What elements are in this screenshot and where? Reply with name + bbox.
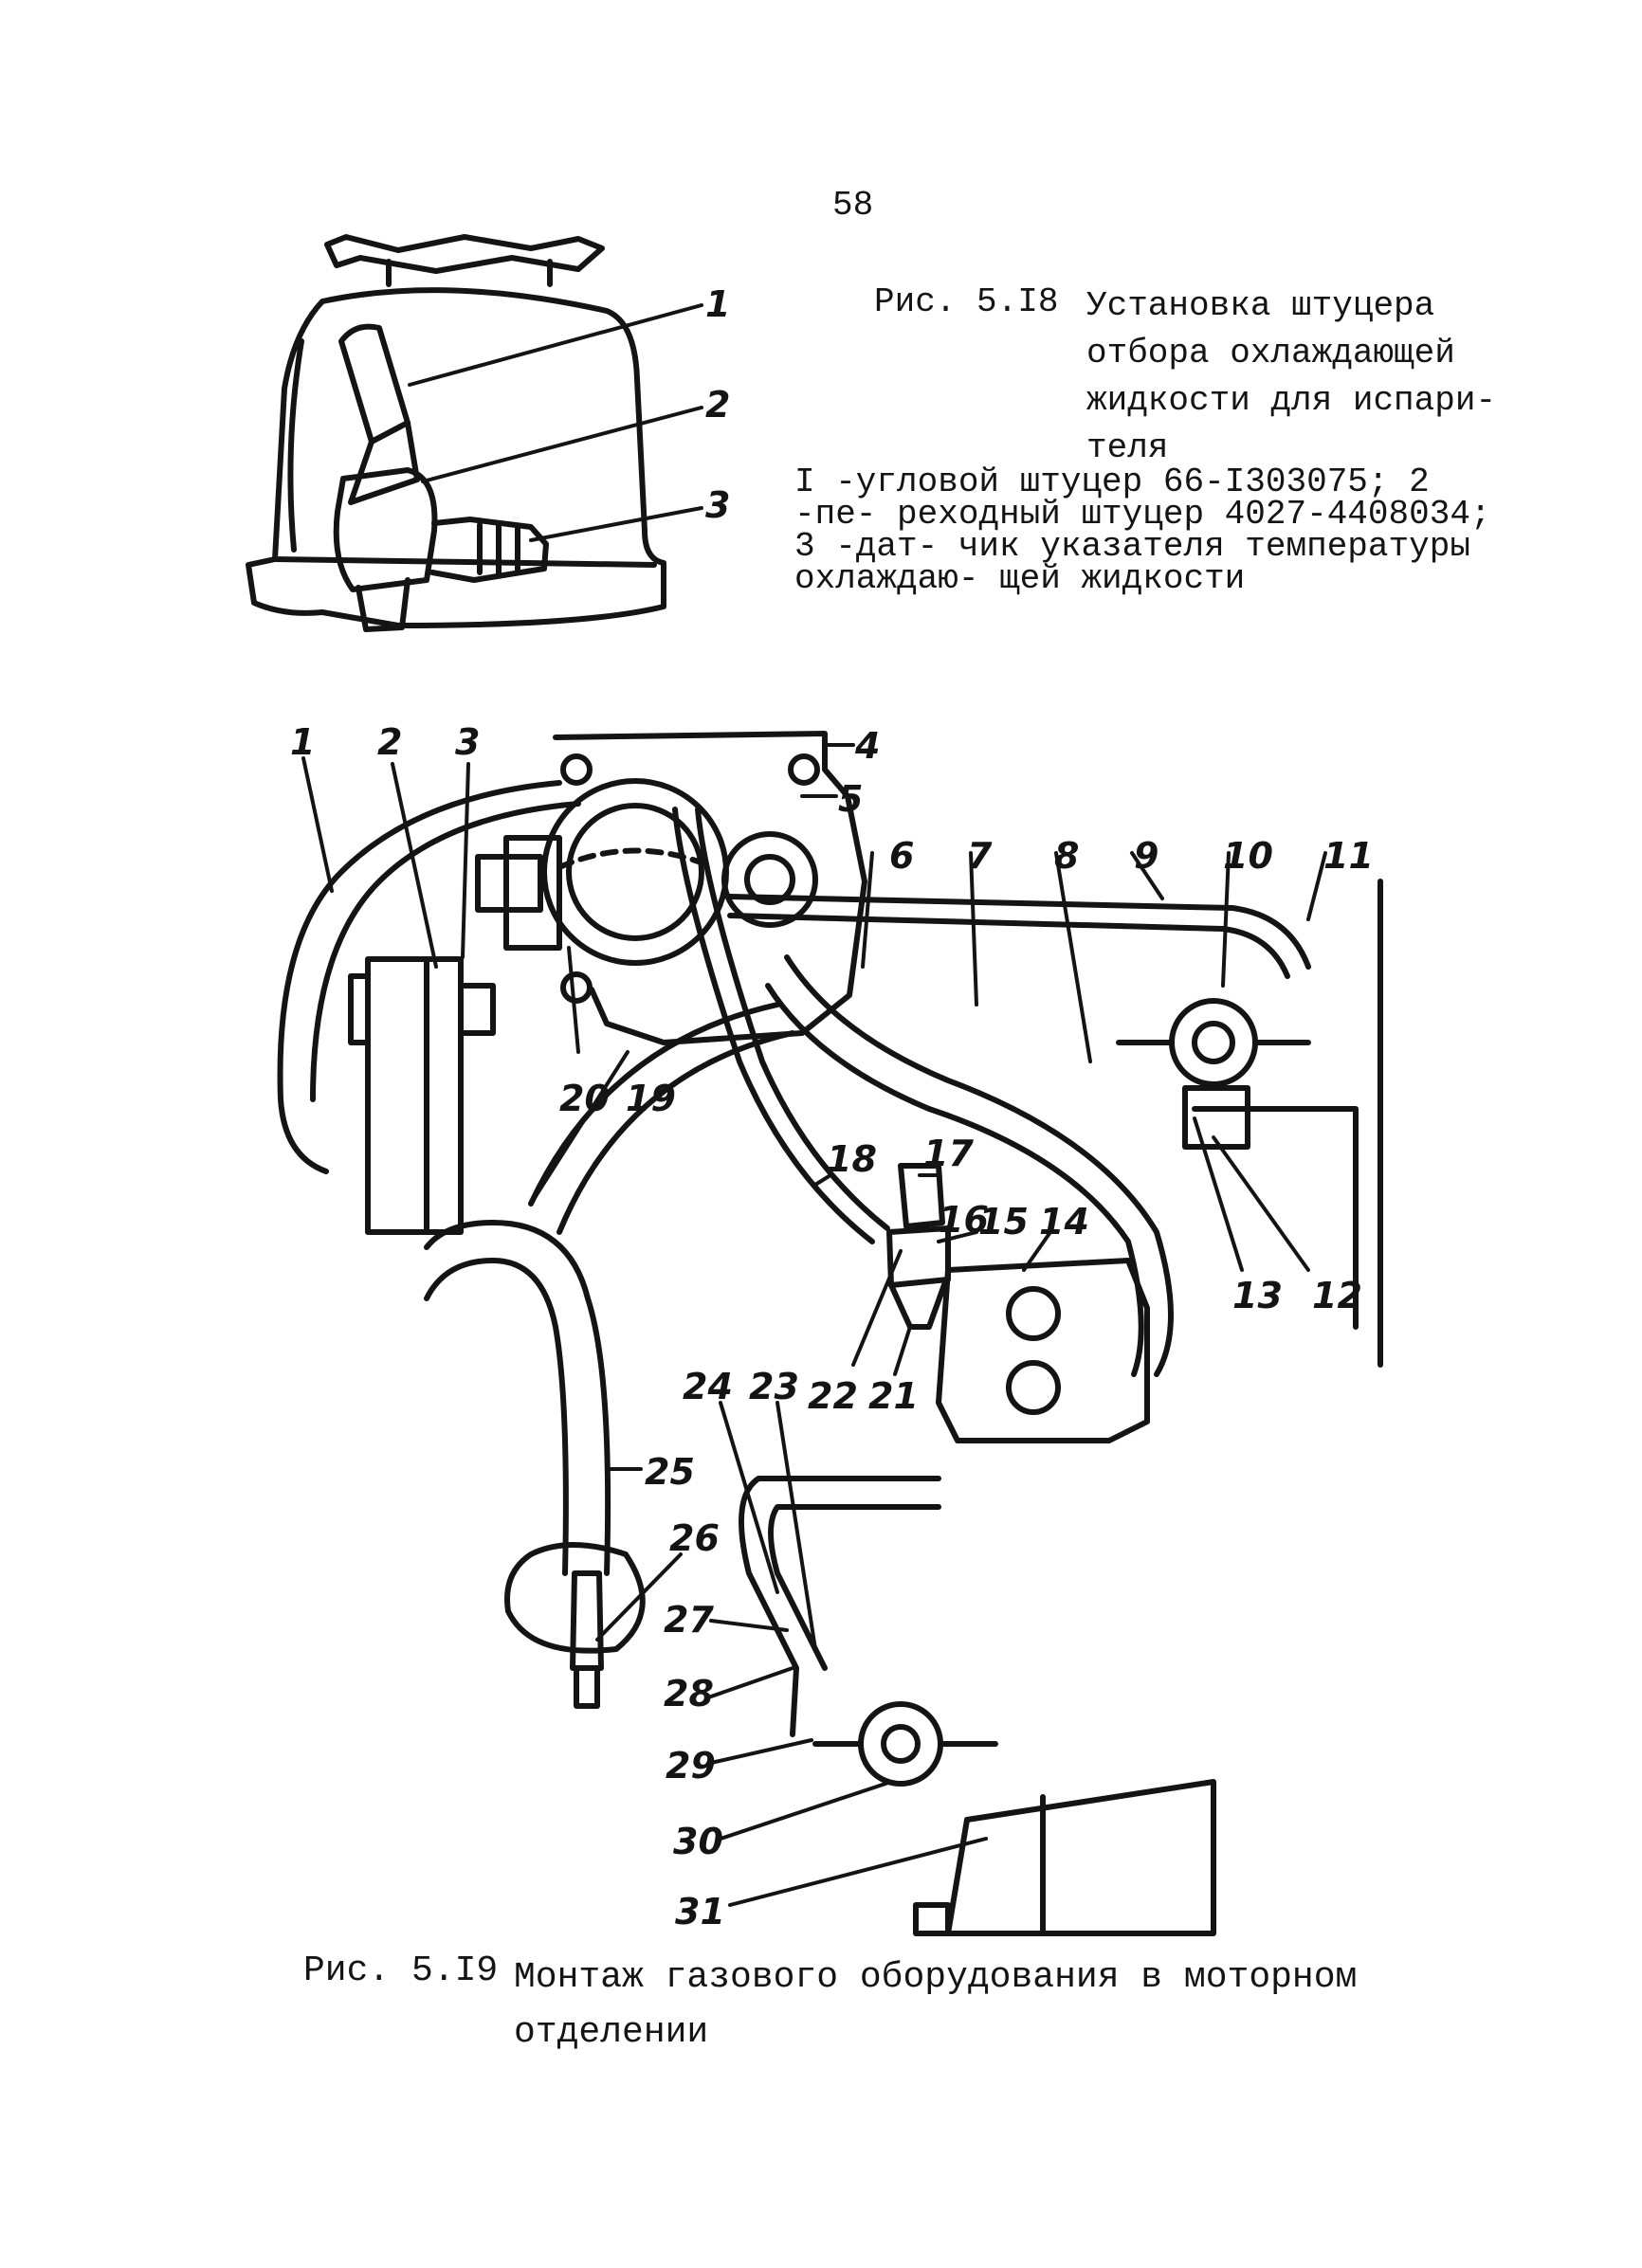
- callout-5-19-17: 17: [923, 1133, 974, 1174]
- callout-5-19-22: 22: [808, 1375, 858, 1417]
- figure-5-19-title: Монтаж газового оборудования в моторном …: [514, 1957, 1358, 2053]
- figure-5-18-legend: I -угловой штуцер 66-I303075; 2 -пе- рех…: [794, 463, 1491, 598]
- callout-5-19-2: 2: [377, 721, 402, 763]
- figure-5-18-callouts: 1 2 3: [705, 283, 730, 526]
- figure-5-18-title: Установка штуцера отбора охлаждающей жид…: [1086, 286, 1497, 467]
- callout-5-19-3: 3: [455, 721, 480, 763]
- figure-5-18-label: Рис. 5.I8: [874, 282, 1059, 321]
- callout-5-19-23: 23: [749, 1366, 799, 1407]
- callout-5-19-31: 31: [675, 1891, 725, 1932]
- callout-5-19-19: 19: [626, 1078, 676, 1119]
- figure-5-19-drawing: [277, 731, 1383, 1936]
- callout-5-19-16: 16: [939, 1199, 989, 1241]
- callout-5-19-26: 26: [669, 1517, 720, 1559]
- callout-5-19-20: 20: [559, 1078, 610, 1119]
- callout-5-19-8: 8: [1054, 835, 1079, 877]
- callout-5-19-21: 21: [868, 1375, 919, 1417]
- callout-5-19-1: 1: [290, 721, 315, 763]
- page-number: 58: [832, 186, 874, 225]
- callout-5-19-27: 27: [664, 1599, 714, 1641]
- callout-5-18-2: 2: [705, 384, 730, 426]
- callout-5-19-9: 9: [1134, 835, 1159, 877]
- callout-5-19-24: 24: [683, 1366, 733, 1407]
- callout-5-19-12: 12: [1312, 1275, 1362, 1316]
- figure-5-18-drawing: [246, 234, 703, 632]
- callout-5-19-30: 30: [673, 1821, 723, 1862]
- callout-5-19-15: 15: [978, 1201, 1029, 1243]
- callout-5-19-4: 4: [854, 725, 880, 767]
- callout-5-19-14: 14: [1039, 1201, 1089, 1243]
- callout-5-19-5: 5: [838, 778, 863, 820]
- callout-5-19-18: 18: [827, 1138, 877, 1180]
- callout-5-19-7: 7: [967, 835, 993, 877]
- callout-5-19-28: 28: [664, 1673, 714, 1715]
- callout-5-19-29: 29: [666, 1745, 716, 1787]
- callout-5-19-10: 10: [1223, 835, 1273, 877]
- figure-5-19-callouts: 1 2 3 4 5 6 7 8 9 10 11 12 13 14 15 16 1…: [290, 721, 1374, 1932]
- callout-5-19-13: 13: [1232, 1275, 1283, 1316]
- callout-5-18-3: 3: [705, 484, 730, 526]
- callout-5-19-6: 6: [889, 835, 914, 877]
- callout-5-19-11: 11: [1323, 835, 1374, 877]
- figure-5-19-label: Рис. 5.I9: [303, 1950, 499, 1991]
- callout-5-19-25: 25: [645, 1451, 695, 1493]
- callout-5-18-1: 1: [705, 283, 730, 325]
